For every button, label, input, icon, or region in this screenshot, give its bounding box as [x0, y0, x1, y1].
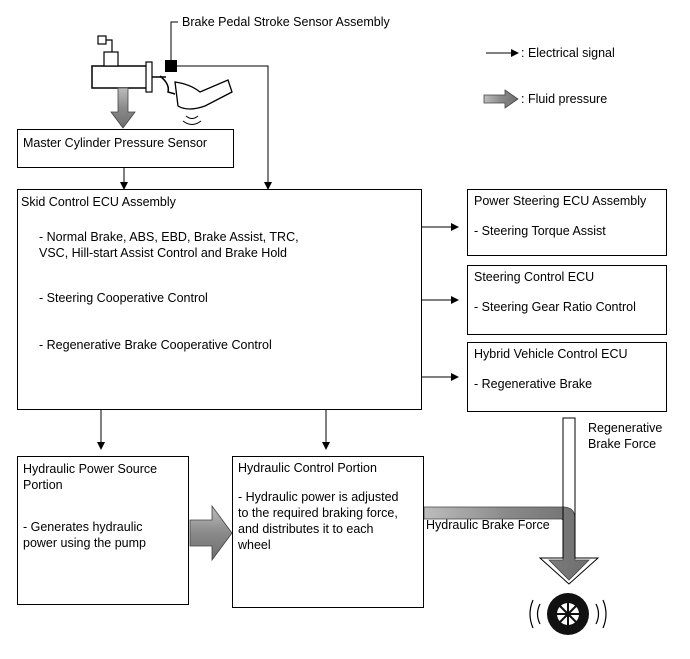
hydraulic-control-portion-title: Hydraulic Control Portion — [238, 461, 377, 475]
pedal-sensor-leader-line — [170, 21, 178, 60]
power-steering-ecu-title: Power Steering ECU Assembly — [474, 194, 647, 208]
foot-pictogram — [174, 79, 233, 125]
hydraulic-brake-force-label: Hydraulic Brake Force — [426, 518, 550, 532]
regenerative-brake-force-label: Regenerative — [588, 421, 663, 435]
hydraulic-control-portion-desc: wheel — [238, 538, 271, 552]
hydraulic-control-portion-desc: to the required braking force, — [238, 506, 398, 520]
hydraulic-power-source-desc: - Generates hydraulic — [23, 520, 143, 534]
skid-control-ecu-title: Skid Control ECU Assembly — [21, 195, 176, 209]
fluid-pressure-arrow-right — [189, 504, 233, 562]
master-cylinder-pressure-sensor-label: Master Cylinder Pressure Sensor — [23, 136, 208, 150]
pedal-stroke-sensor-icon — [165, 60, 177, 72]
hydraulic-power-source-desc: power using the pump — [23, 536, 146, 550]
legend-fluid-arrow-icon — [483, 89, 519, 109]
hydraulic-control-portion-desc: - Hydraulic power is adjusted — [238, 490, 399, 504]
fluid-pressure-arrow-down — [110, 87, 136, 129]
hydraulic-power-source-box: Hydraulic Power Source Portion - Generat… — [17, 456, 189, 605]
hybrid-vehicle-ecu-box: Hybrid Vehicle Control ECU - Regenerativ… — [467, 342, 667, 412]
skid-ecu-function: VSC, Hill-start Assist Control and Brake… — [39, 246, 288, 260]
hybrid-vehicle-ecu-title: Hybrid Vehicle Control ECU — [474, 347, 628, 361]
hydraulic-brake-force-arrow — [423, 506, 590, 581]
hydraulic-power-source-title: Portion — [23, 478, 63, 492]
legend-electrical-label: : Electrical signal — [521, 46, 615, 60]
power-steering-ecu-box: Power Steering ECU Assembly - Steering T… — [467, 189, 667, 256]
pedal-stroke-sensor-label: Brake Pedal Stroke Sensor Assembly — [182, 15, 390, 29]
hydraulic-control-portion-box: Hydraulic Control Portion - Hydraulic po… — [232, 456, 424, 608]
legend-fluid-label: : Fluid pressure — [521, 92, 608, 106]
regenerative-brake-force-label: Brake Force — [588, 437, 657, 451]
hydraulic-control-portion-desc: and distributes it to each — [238, 522, 374, 536]
skid-control-ecu-box: Skid Control ECU Assembly - Normal Brake… — [17, 189, 422, 410]
steering-control-ecu-title: Steering Control ECU — [474, 270, 595, 284]
power-steering-ecu-item: - Steering Torque Assist — [474, 224, 606, 238]
skid-ecu-function: - Normal Brake, ABS, EBD, Brake Assist, … — [39, 230, 299, 244]
master-cylinder-pressure-sensor-box: Master Cylinder Pressure Sensor — [17, 129, 234, 168]
steering-control-ecu-box: Steering Control ECU - Steering Gear Rat… — [467, 265, 667, 335]
signal-pedal-to-ecu — [177, 65, 272, 190]
regenerative-brake-force-arrow — [538, 417, 600, 585]
wheel-icon — [529, 593, 607, 635]
master-cylinder-pictogram — [91, 35, 176, 95]
steering-control-ecu-item: - Steering Gear Ratio Control — [474, 300, 636, 314]
hydraulic-power-source-title: Hydraulic Power Source — [23, 462, 158, 476]
hybrid-vehicle-ecu-item: - Regenerative Brake — [474, 377, 593, 391]
skid-ecu-function: - Regenerative Brake Cooperative Control — [39, 338, 272, 352]
skid-ecu-function: - Steering Cooperative Control — [39, 291, 208, 305]
